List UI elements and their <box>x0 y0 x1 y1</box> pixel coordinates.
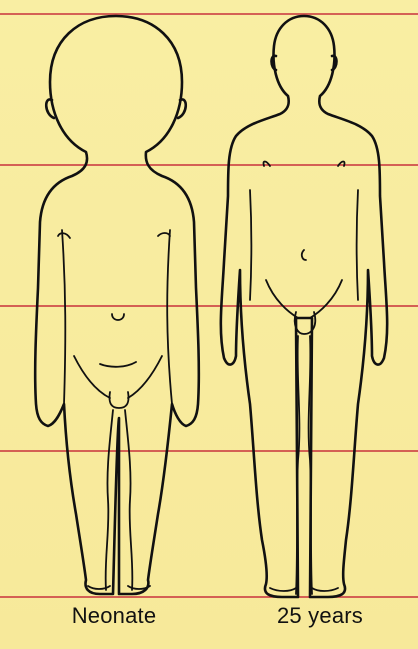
neonate-belly-fold <box>100 362 136 367</box>
neonate-outline <box>35 16 199 594</box>
neonate-figure <box>35 16 199 594</box>
neonate-right-nipple <box>158 233 170 236</box>
neonate-label: Neonate <box>34 603 194 629</box>
adult-right-foot <box>312 588 338 591</box>
neonate-groin <box>74 356 110 398</box>
adult-navel <box>302 250 306 260</box>
neonate-genitals <box>109 392 128 408</box>
neonate-groin <box>128 356 162 398</box>
neonate-left-arm-line <box>62 230 65 404</box>
adult-left-arm-line <box>250 190 252 300</box>
guide-lines <box>0 14 418 597</box>
adult-label: 25 years <box>240 603 400 629</box>
adult-left-foot <box>270 588 296 591</box>
neonate-right-leg-inner <box>125 410 132 590</box>
neonate-right-arm-line <box>167 230 172 404</box>
neonate-navel <box>112 314 124 320</box>
adult-right-arm-line <box>357 190 359 300</box>
adult-groin <box>266 280 298 318</box>
neonate-left-nipple <box>58 233 70 238</box>
neonate-left-leg-inner <box>106 410 113 590</box>
